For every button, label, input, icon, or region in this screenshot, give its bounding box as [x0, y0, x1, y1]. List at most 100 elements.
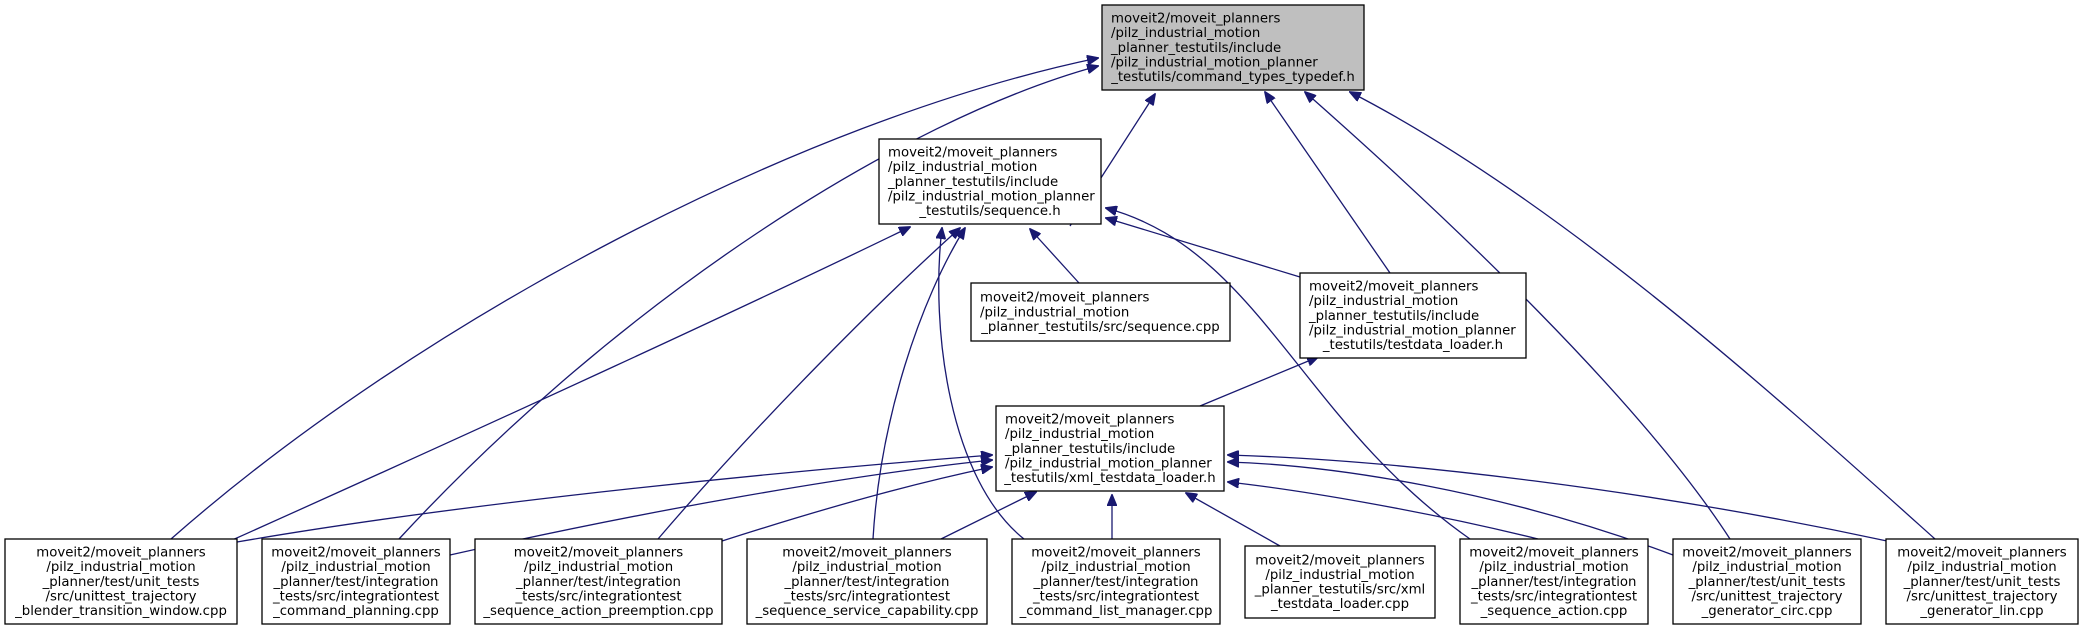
edge-n4-to-b2: [449, 460, 992, 556]
node-label-line: /pilz_industrial_motion_planner: [1005, 456, 1212, 471]
node-label-line: _sequence_action_preemption.cpp: [482, 604, 713, 619]
node-label-line: moveit2/moveit_planners: [36, 546, 205, 561]
dependency-edges: [170, 58, 1936, 556]
edge-n0-to-b8: [1305, 92, 1731, 540]
node-label-line: _planner/test/integration: [1471, 575, 1637, 590]
node-label-line: _planner/test/unit_tests: [42, 575, 200, 590]
node-label-line: /pilz_industrial_motion_planner: [1111, 55, 1318, 70]
node-label-line: moveit2/moveit_planners: [1469, 546, 1638, 561]
node-label-line: /pilz_industrial_motion: [524, 560, 673, 575]
node-label-line: /pilz_industrial_motion: [888, 160, 1037, 175]
node-label-line: _command_list_manager.cpp: [1019, 604, 1213, 619]
node-label-line: /pilz_industrial_motion: [1265, 568, 1414, 583]
edge-n0-to-b1: [170, 58, 1098, 540]
edge-n0-to-n3: [1265, 92, 1391, 274]
file-node-b4[interactable]: moveit2/moveit_planners/pilz_industrial_…: [746, 538, 988, 625]
node-label-line: moveit2/moveit_planners: [1897, 546, 2066, 561]
node-label-line: _testutils/command_types_typedef.h: [1110, 70, 1355, 85]
node-label-line: _tests/src/integrationtest: [1032, 589, 1199, 604]
edge-n4-to-b8: [1228, 462, 1674, 556]
file-node-b2[interactable]: moveit2/moveit_planners/pilz_industrial_…: [261, 538, 451, 625]
node-label-line: /pilz_industrial_motion: [1309, 294, 1458, 309]
node-box: [995, 405, 1225, 492]
file-node-n1[interactable]: moveit2/moveit_planners/pilz_industrial_…: [878, 138, 1102, 225]
file-node-n2[interactable]: moveit2/moveit_planners/pilz_industrial_…: [970, 282, 1231, 342]
edge-n0-to-b2: [398, 66, 1098, 540]
node-label-line: _planner/test/integration: [273, 575, 439, 590]
file-node-b5[interactable]: moveit2/moveit_planners/pilz_industrial_…: [1011, 538, 1221, 625]
edge-n1-to-b5: [939, 228, 1025, 540]
edge-n4-to-b4: [940, 492, 1036, 540]
file-node-b6[interactable]: moveit2/moveit_planners/pilz_industrial_…: [1244, 545, 1436, 619]
node-label-line: moveit2/moveit_planners: [1255, 553, 1424, 568]
node-label-line: _planner/test/integration: [784, 575, 950, 590]
file-node-b9[interactable]: moveit2/moveit_planners/pilz_industrial_…: [1885, 538, 2079, 625]
node-label-line: _planner/test/unit_tests: [1903, 575, 2061, 590]
node-label-line: /pilz_industrial_motion: [1692, 560, 1841, 575]
node-label-line: _planner_testutils/include: [1308, 309, 1479, 324]
node-label-line: _planner/test/unit_tests: [1688, 575, 1846, 590]
node-label-line: _testdata_loader.cpp: [1270, 597, 1409, 612]
node-label-line: /pilz_industrial_motion: [1005, 427, 1154, 442]
node-label-line: /pilz_industrial_motion: [1111, 26, 1260, 41]
node-label-line: _generator_lin.cpp: [1919, 604, 2043, 619]
file-node-b8[interactable]: moveit2/moveit_planners/pilz_industrial_…: [1672, 538, 1862, 625]
node-box: [1672, 538, 1862, 625]
node-label-line: _planner_testutils/include: [887, 175, 1058, 190]
node-label-line: /src/unittest_trajectory: [1691, 589, 1842, 604]
edge-n1-to-b4: [872, 228, 965, 540]
node-label-line: /src/unittest_trajectory: [45, 589, 196, 604]
edge-n4-to-b6: [1186, 493, 1281, 547]
node-label-line: _planner/test/integration: [515, 575, 681, 590]
node-label-line: moveit2/moveit_planners: [888, 146, 1057, 161]
node-label-line: _planner_testutils/include: [1110, 41, 1281, 56]
node-label-line: moveit2/moveit_planners: [514, 546, 683, 561]
node-label-line: _sequence_action.cpp: [1480, 604, 1628, 619]
node-label-line: moveit2/moveit_planners: [782, 546, 951, 561]
node-label-line: /pilz_industrial_motion: [980, 305, 1129, 320]
node-box: [1299, 272, 1527, 359]
node-label-line: _testutils/xml_testdata_loader.h: [1003, 471, 1215, 486]
node-box: [1011, 538, 1221, 625]
node-label-line: /pilz_industrial_motion: [46, 560, 195, 575]
node-label-line: _generator_circ.cpp: [1701, 604, 1833, 619]
node-label-line: moveit2/moveit_planners: [1309, 280, 1478, 295]
node-label-line: /pilz_industrial_motion: [1907, 560, 2056, 575]
file-node-b1[interactable]: moveit2/moveit_planners/pilz_industrial_…: [4, 538, 238, 625]
node-label-line: /pilz_industrial_motion: [1479, 560, 1628, 575]
node-box: [1244, 545, 1436, 619]
edge-n1-to-n2: [1030, 229, 1080, 284]
file-node-n4[interactable]: moveit2/moveit_planners/pilz_industrial_…: [995, 405, 1225, 492]
file-nodes: moveit2/moveit_planners/pilz_industrial_…: [4, 4, 2079, 625]
edge-n1-to-n3: [1106, 218, 1301, 278]
edge-n1-to-b7: [1106, 208, 1471, 540]
edge-n1-to-b1: [229, 227, 910, 542]
file-node-n3[interactable]: moveit2/moveit_planners/pilz_industrial_…: [1299, 272, 1527, 359]
node-label-line: /pilz_industrial_motion_planner: [888, 189, 1095, 204]
node-label-line: _planner/test/integration: [1033, 575, 1199, 590]
node-label-line: _blender_transition_window.cpp: [14, 604, 227, 619]
node-label-line: moveit2/moveit_planners: [1005, 413, 1174, 428]
edge-n4-to-b3: [721, 467, 992, 542]
node-box: [1885, 538, 2079, 625]
node-box: [474, 538, 723, 625]
edge-n1-to-b3: [657, 228, 960, 540]
edge-n0-to-b9: [1350, 92, 1936, 540]
node-box: [878, 138, 1102, 225]
focus-file-node: moveit2/moveit_planners/pilz_industrial_…: [1101, 4, 1365, 91]
file-node-b3[interactable]: moveit2/moveit_planners/pilz_industrial_…: [474, 538, 723, 625]
node-label-line: _testutils/sequence.h: [918, 204, 1060, 219]
node-box: [4, 538, 238, 625]
edge-n4-to-b1: [236, 455, 992, 543]
node-label-line: moveit2/moveit_planners: [271, 546, 440, 561]
node-box: [1459, 538, 1649, 625]
edge-n4-to-b7: [1228, 482, 1539, 540]
file-node-b7[interactable]: moveit2/moveit_planners/pilz_industrial_…: [1459, 538, 1649, 625]
node-label-line: _sequence_service_capability.cpp: [755, 604, 979, 619]
node-label-line: _planner_testutils/src/sequence.cpp: [980, 320, 1219, 335]
node-label-line: moveit2/moveit_planners: [980, 291, 1149, 306]
node-box: [970, 282, 1231, 342]
node-label-line: _planner_testutils/include: [1004, 442, 1175, 457]
node-label-line: _tests/src/integrationtest: [1470, 589, 1637, 604]
